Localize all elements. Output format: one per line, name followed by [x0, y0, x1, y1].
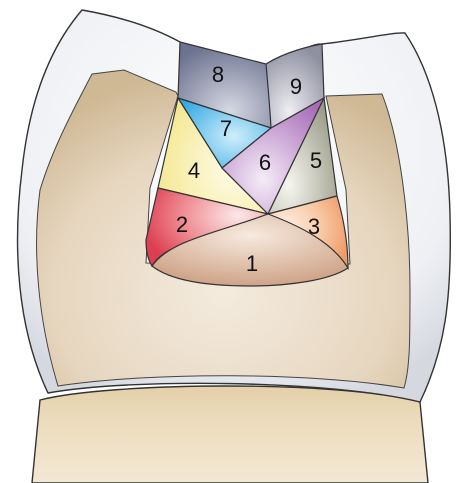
- segment-8-label: 8: [212, 62, 224, 87]
- segment-1-label: 1: [246, 251, 258, 276]
- segment-5-label: 5: [310, 148, 322, 173]
- segment-4-label: 4: [188, 158, 200, 183]
- segment-3-label: 3: [308, 214, 320, 239]
- segment-2-label: 2: [176, 212, 188, 237]
- segment-7-label: 7: [220, 116, 232, 141]
- segment-6-label: 6: [259, 150, 271, 175]
- segment-9-label: 9: [290, 74, 302, 99]
- tooth-root: [32, 386, 428, 483]
